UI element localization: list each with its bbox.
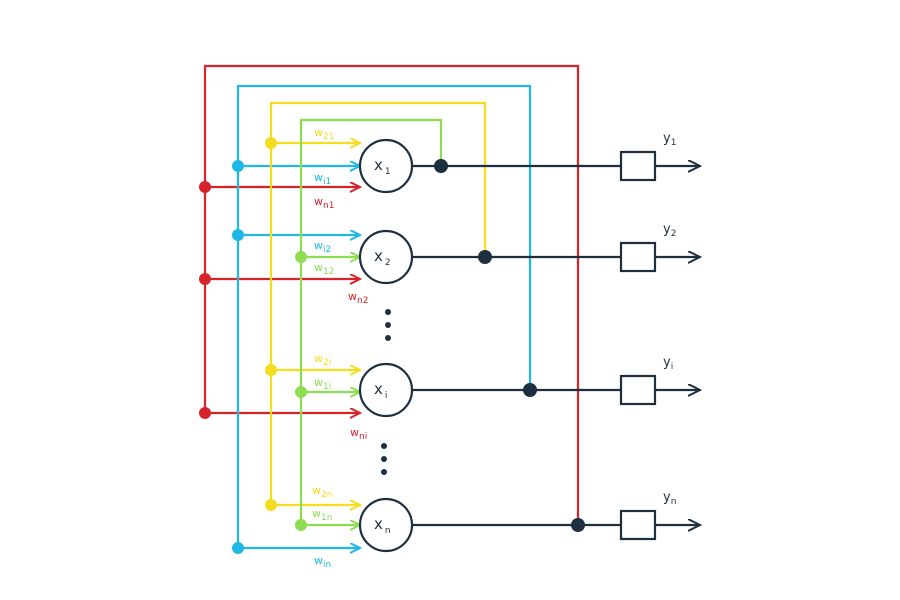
output-label-yn: yn: [663, 490, 676, 507]
output-label-y2: y2: [663, 222, 676, 239]
junction-dot: [199, 181, 211, 193]
junction-dot: [295, 251, 307, 263]
ellipsis-dot: [381, 469, 387, 475]
junction-dot: [295, 519, 307, 531]
output-lines: [412, 166, 700, 525]
feedback-red: [203, 64, 580, 525]
green-loop-line: [299, 118, 443, 525]
input-junctions: [199, 137, 307, 554]
weight-label: wn2: [348, 290, 368, 306]
output-box-i: [619, 374, 657, 406]
output-junctions: [434, 159, 585, 532]
weight-label: wi2: [314, 239, 331, 255]
feedback-blue: [236, 84, 532, 548]
junction-dot: [265, 364, 277, 376]
output-labels: y1 y2 yi yn: [663, 131, 676, 507]
junction-dot: [199, 407, 211, 419]
junction-dot: [434, 159, 448, 173]
neuron-xi: [358, 362, 414, 418]
neuron-xn: [358, 497, 414, 553]
output-box-n: [619, 509, 657, 541]
weight-label: w21: [314, 126, 334, 142]
weight-label: w1n: [312, 507, 332, 523]
yellow-loop-line: [269, 101, 487, 505]
weight-label: w2n: [312, 484, 332, 500]
ellipsis-dot: [385, 322, 391, 328]
weight-label: w12: [314, 261, 334, 277]
junction-dot: [523, 383, 537, 397]
ellipsis-dot: [385, 335, 391, 341]
junction-dot: [478, 250, 492, 264]
weight-label: wi1: [314, 171, 331, 187]
weight-label: w2i: [314, 352, 331, 368]
weight-labels: w21 wi1 wn1 wi2 w12 wn2 w2i w1i wni w2n …: [312, 126, 368, 570]
junction-dot: [265, 499, 277, 511]
neuron-x1: [358, 138, 414, 194]
junction-dot: [232, 229, 244, 241]
feedback-green: [299, 118, 443, 525]
weight-label: wni: [350, 426, 367, 442]
output-label-yi: yi: [663, 355, 673, 372]
blue-loop-line: [236, 84, 532, 548]
red-loop-line: [203, 64, 580, 525]
output-box-2: [619, 241, 657, 273]
output-box-1: [619, 150, 657, 182]
weight-label: w1i: [314, 376, 331, 392]
weight-label: wn1: [314, 195, 334, 211]
output-boxes: [619, 150, 657, 541]
junction-dot: [265, 137, 277, 149]
ellipsis-dot: [381, 443, 387, 449]
junction-dot: [571, 518, 585, 532]
output-label-y1: y1: [663, 131, 676, 148]
weight-label: win: [314, 554, 331, 570]
junction-dot: [199, 273, 211, 285]
junction-dot: [232, 160, 244, 172]
ellipsis-markers: [381, 309, 391, 475]
neuron-x2: [358, 229, 414, 285]
junction-dot: [232, 542, 244, 554]
junction-dot: [295, 386, 307, 398]
ellipsis-dot: [385, 309, 391, 315]
feedback-yellow: [269, 101, 487, 505]
ellipsis-dot: [381, 456, 387, 462]
